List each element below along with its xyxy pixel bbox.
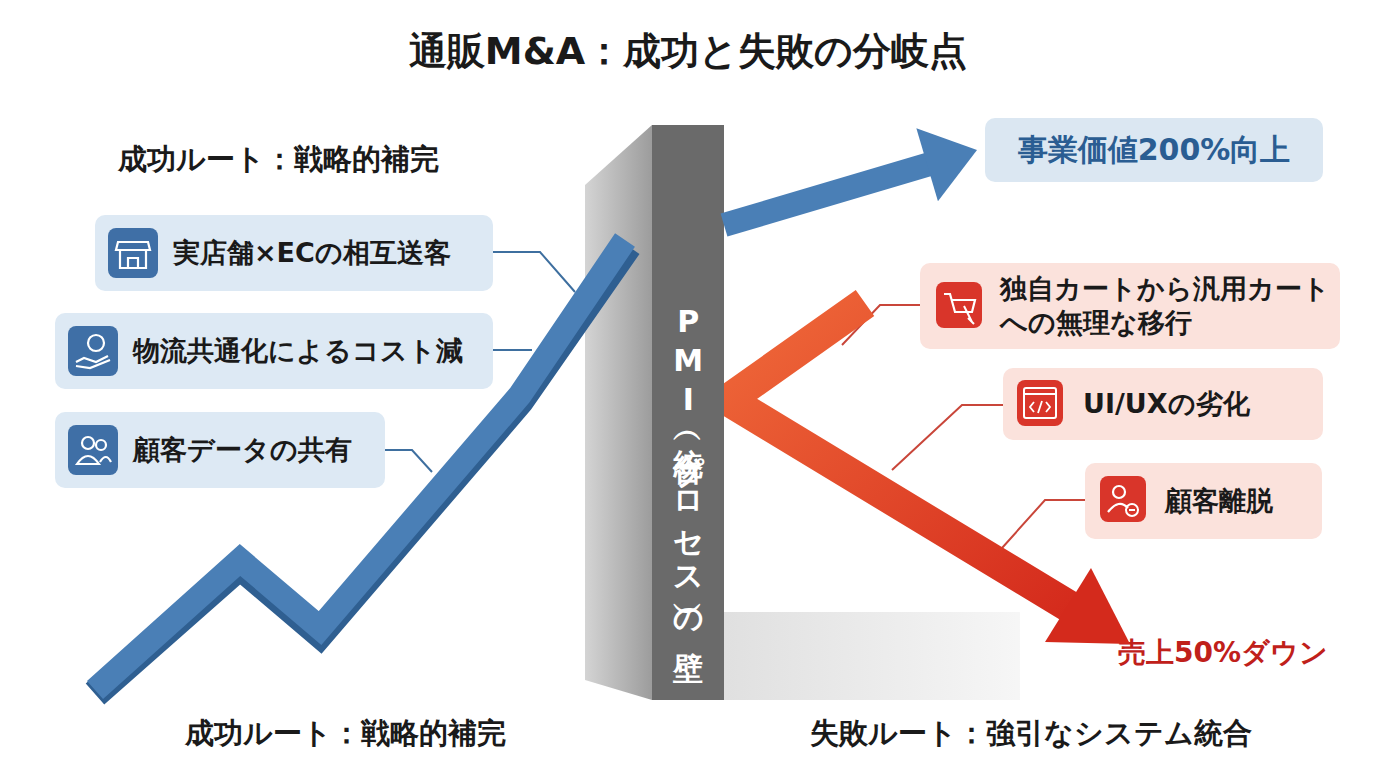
icon-bg xyxy=(68,425,118,475)
cart-icon xyxy=(936,282,982,328)
icon-bg xyxy=(1100,476,1146,522)
box-text: 実店舗×ECの相互送客 xyxy=(173,236,451,270)
wall-side xyxy=(585,125,652,700)
icon-glyph xyxy=(944,294,975,312)
arrow-head xyxy=(916,128,977,201)
route-footer: 失敗ルート：強引なシステム統合 xyxy=(810,714,1252,754)
icon-bg xyxy=(108,228,158,278)
icon-glyph xyxy=(1113,486,1125,498)
icon-bg xyxy=(1017,380,1063,426)
icon-glyph xyxy=(1024,388,1056,418)
wall-shadow xyxy=(724,612,1020,700)
icon-bg xyxy=(936,282,982,328)
risk-box: 独自カートから汎用カートへの無理な移行 xyxy=(920,263,1340,349)
box-text: 顧客離脱 xyxy=(1165,484,1273,518)
icon-glyph xyxy=(88,335,104,351)
users-icon xyxy=(68,425,118,475)
growth-arrow xyxy=(724,128,977,225)
decline-arrow xyxy=(728,303,1075,610)
decline-arrow-head xyxy=(1045,568,1130,644)
wall-text: PMI（統合プロセス）の壁 xyxy=(669,304,707,631)
icon-glyph xyxy=(1108,504,1128,512)
diagram-title: 通販M&A：成功と失敗の分岐点 xyxy=(0,26,1376,77)
risk-box: 顧客離脱 xyxy=(1085,463,1322,539)
icon-glyph xyxy=(1126,504,1138,516)
pmi-wall: PMI（統合プロセス）の壁 xyxy=(652,125,724,700)
route-footer: 成功ルート：戦略的補完 xyxy=(185,714,506,754)
route-heading: 成功ルート：戦略的補完 xyxy=(118,140,439,180)
icon-glyph xyxy=(77,456,111,464)
icon-glyph xyxy=(76,356,110,368)
leader-line xyxy=(892,405,1003,470)
cost-icon xyxy=(68,326,118,376)
box-text: 顧客データの共有 xyxy=(133,433,352,467)
arrow-shaft xyxy=(724,164,929,225)
box-text: 物流共通化によるコスト減 xyxy=(133,334,463,368)
icon-glyph xyxy=(96,440,106,450)
leader-line xyxy=(493,349,532,351)
leader-line xyxy=(493,252,575,292)
icon-glyph xyxy=(964,306,974,324)
icon-glyph xyxy=(1129,509,1135,511)
box-text: 独自カートから汎用カートへの無理な移行 xyxy=(1000,272,1330,340)
icon-glyph xyxy=(116,242,150,268)
result-label: 売上50%ダウン xyxy=(1118,634,1328,672)
store-icon xyxy=(108,228,158,278)
user-leave-icon xyxy=(1100,476,1146,522)
benefit-box: 実店舗×ECの相互送客 xyxy=(95,215,493,291)
icon-bg xyxy=(68,326,118,376)
outcome-box: 事業価値200%向上 xyxy=(985,118,1323,182)
icon-glyph xyxy=(82,437,94,449)
risk-box: UI/UXの劣化 xyxy=(1003,368,1323,440)
icon-glyph xyxy=(1024,394,1056,413)
leader-line xyxy=(1002,500,1085,548)
box-text: UI/UXの劣化 xyxy=(1083,387,1250,421)
box-text: 事業価値200%向上 xyxy=(1018,131,1291,169)
benefit-box: 物流共通化によるコスト減 xyxy=(55,313,493,389)
leader-line xyxy=(385,450,432,472)
code-icon xyxy=(1017,380,1063,426)
benefit-box: 顧客データの共有 xyxy=(55,412,385,488)
